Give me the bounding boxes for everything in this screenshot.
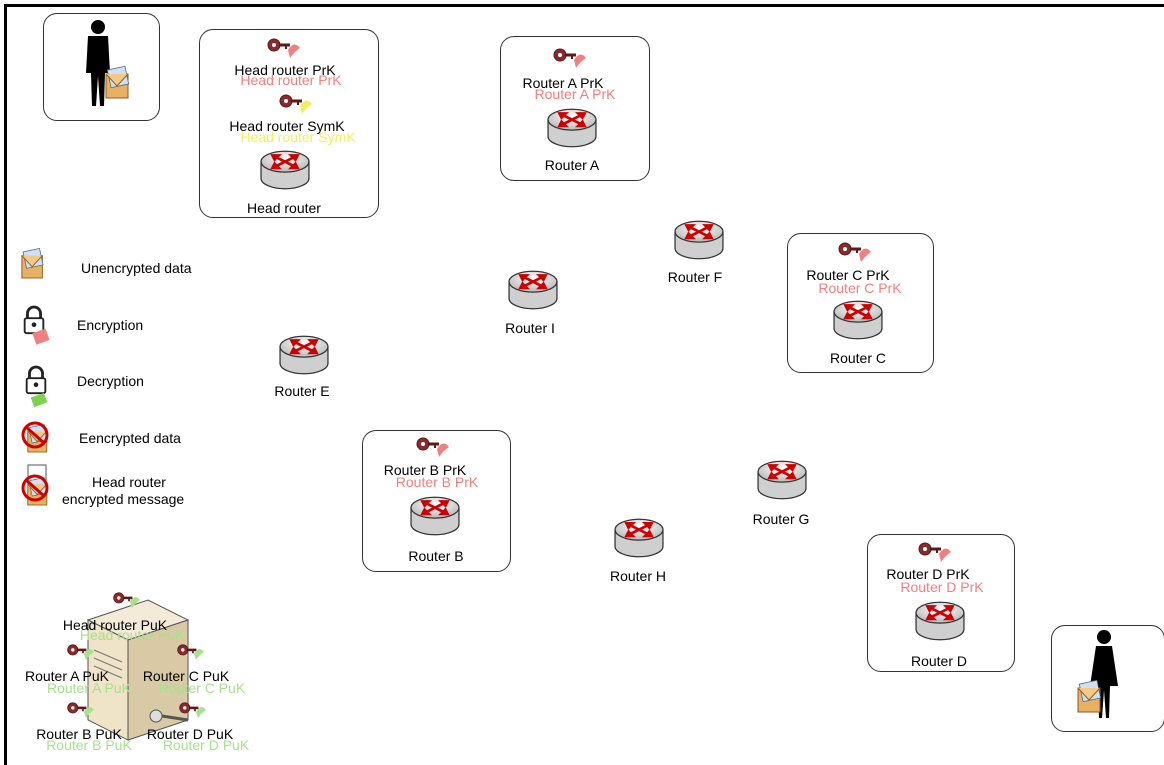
router-g-name: Router G	[752, 511, 810, 527]
router-f-name: Router F	[667, 269, 723, 285]
router-c-icon	[832, 299, 884, 341]
legend-decryption-label: Decryption	[77, 373, 144, 389]
router-h-icon	[613, 517, 665, 559]
router-i-icon	[507, 269, 559, 311]
router-d-puk-ghost: Router D PuK	[162, 737, 250, 753]
router-b-puk-label: Router B PuK	[36, 726, 122, 742]
router-a-puk-ghost: Router A PuK	[46, 680, 132, 696]
diagram-frame	[4, 4, 1164, 765]
head-router-puk-ghost: Head router PuK	[79, 627, 185, 643]
router-i-name: Router I	[505, 320, 555, 336]
head-router-symk-ghost: Head router SymK	[240, 129, 356, 145]
router-h-name: Router H	[609, 568, 667, 584]
router-g-icon	[756, 459, 808, 501]
router-c-puk-ghost: Router C PuK	[158, 680, 246, 696]
router-f-icon	[673, 219, 725, 261]
legend-encrypted-label: Eencrypted data	[79, 430, 181, 446]
router-b-puk-ghost: Router B PuK	[46, 737, 132, 753]
legend-head-msg-line2: encrypted message	[62, 491, 185, 507]
head-router-encrypted-message-icon	[21, 464, 49, 506]
head-router-name: Head router	[247, 200, 321, 216]
router-e-name: Router E	[274, 383, 330, 399]
public-key-icon	[176, 643, 204, 660]
head-router-symk-label: Head router SymK	[229, 118, 345, 134]
private-key-icon	[837, 241, 871, 262]
head-router-puk-label: Head router PuK	[62, 617, 168, 633]
router-d-icon	[914, 600, 966, 642]
router-d-prk-ghost: Router D PrK	[900, 579, 984, 595]
router-b-prk-ghost: Router B PrK	[395, 474, 479, 490]
key-server-icon	[86, 599, 190, 741]
router-a-prk-label: Router A PrK	[522, 75, 604, 91]
head-router-prk-label: Head router PrK	[234, 62, 336, 78]
private-key-icon	[917, 541, 951, 562]
encryption-icon	[23, 305, 50, 345]
decryption-icon	[25, 365, 48, 408]
public-key-icon	[66, 643, 94, 660]
router-d-prk-label: Router D PrK	[886, 566, 970, 582]
legend-encryption-label: Encryption	[77, 317, 144, 333]
legend-unencrypted-label: Unencrypted data	[81, 260, 192, 276]
router-a-icon	[546, 107, 598, 149]
head-router-icon	[259, 149, 311, 191]
router-d-puk-label: Router D PuK	[146, 726, 234, 742]
public-key-icon	[178, 701, 206, 718]
router-b-prk-label: Router B PrK	[383, 462, 467, 478]
router-b-icon	[409, 495, 461, 537]
router-d-name: Router D	[910, 653, 968, 669]
private-key-icon	[415, 436, 449, 457]
router-b-name: Router B	[408, 548, 464, 564]
private-key-icon	[266, 37, 300, 58]
router-a-prk-ghost: Router A PrK	[534, 86, 616, 102]
private-key-icon	[552, 47, 586, 68]
router-c-prk-label: Router C PrK	[806, 267, 890, 283]
public-key-icon	[66, 701, 94, 718]
public-key-icon	[112, 591, 140, 608]
legend-head-msg-line1: Head router	[92, 474, 166, 490]
router-a-name: Router A	[544, 157, 600, 173]
unencrypted-data-icon	[21, 248, 44, 279]
encrypted-data-icon	[21, 421, 49, 453]
head-router-prk-ghost: Head router PrK	[240, 72, 342, 88]
router-a-puk-label: Router A PuK	[24, 668, 110, 684]
router-e-icon	[278, 334, 330, 376]
symmetric-key-icon	[278, 93, 312, 114]
router-c-puk-label: Router C PuK	[142, 668, 230, 684]
woman-with-envelope-icon	[1077, 630, 1118, 718]
man-with-envelope-icon	[86, 20, 130, 106]
router-c-prk-ghost: Router C PrK	[818, 280, 902, 296]
router-c-name: Router C	[829, 350, 887, 366]
